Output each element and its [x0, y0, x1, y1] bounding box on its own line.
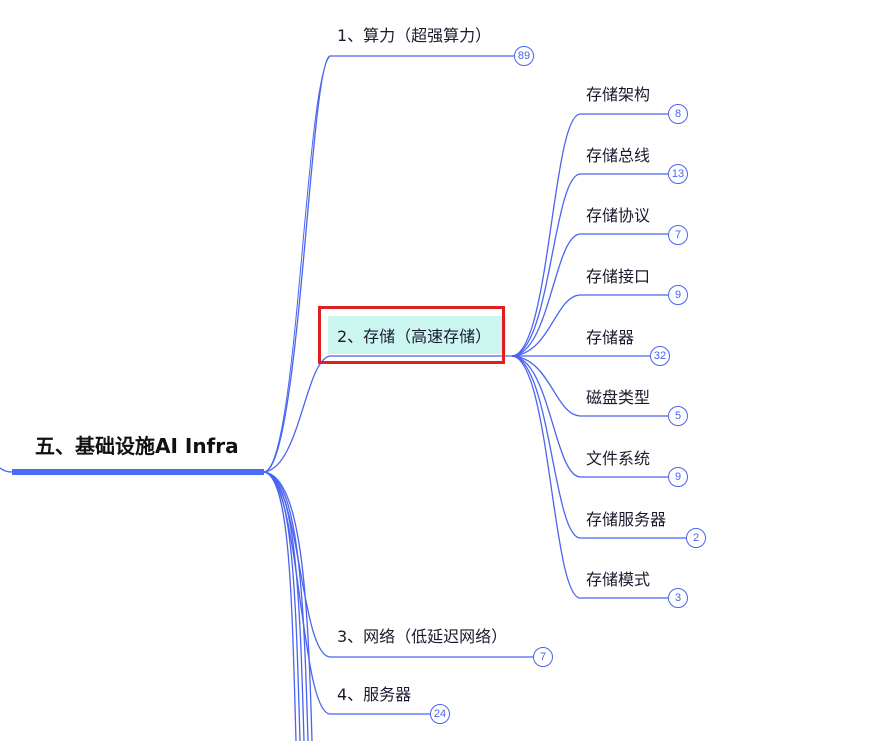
child-file-system[interactable]: 文件系统 — [586, 449, 651, 468]
count-badge[interactable]: 8 — [668, 104, 688, 124]
branch-network[interactable]: 3、网络（低延迟网络） — [337, 627, 508, 646]
root-bar — [12, 469, 264, 475]
count-badge[interactable]: 24 — [430, 704, 450, 724]
branch-server[interactable]: 4、服务器 — [337, 685, 412, 704]
count-badge[interactable]: 5 — [668, 406, 688, 426]
selection-highlight-box — [318, 306, 505, 364]
count-badge[interactable]: 7 — [533, 647, 553, 667]
root-node[interactable]: 五、基础设施AI Infra — [35, 434, 239, 458]
child-storage-server[interactable]: 存储服务器 — [586, 510, 667, 529]
child-storage-protocol[interactable]: 存储协议 — [586, 206, 651, 225]
branch-storage[interactable]: 2、存储（高速存储） — [337, 327, 492, 346]
selected-node-background — [328, 316, 506, 354]
count-badge[interactable]: 7 — [668, 225, 688, 245]
child-storage-architecture[interactable]: 存储架构 — [586, 85, 651, 104]
child-storage-mode[interactable]: 存储模式 — [586, 570, 651, 589]
child-storage-bus[interactable]: 存储总线 — [586, 146, 651, 165]
child-storage-interface[interactable]: 存储接口 — [586, 267, 651, 286]
count-badge[interactable]: 13 — [668, 164, 688, 184]
branch-compute[interactable]: 1、算力（超强算力） — [337, 26, 492, 45]
count-badge[interactable]: 9 — [668, 285, 688, 305]
count-badge[interactable]: 32 — [650, 346, 670, 366]
count-badge[interactable]: 89 — [514, 46, 534, 66]
count-badge[interactable]: 3 — [668, 588, 688, 608]
child-storage-device[interactable]: 存储器 — [586, 328, 635, 347]
count-badge[interactable]: 9 — [668, 467, 688, 487]
count-badge[interactable]: 2 — [686, 528, 706, 548]
child-disk-type[interactable]: 磁盘类型 — [586, 388, 651, 407]
